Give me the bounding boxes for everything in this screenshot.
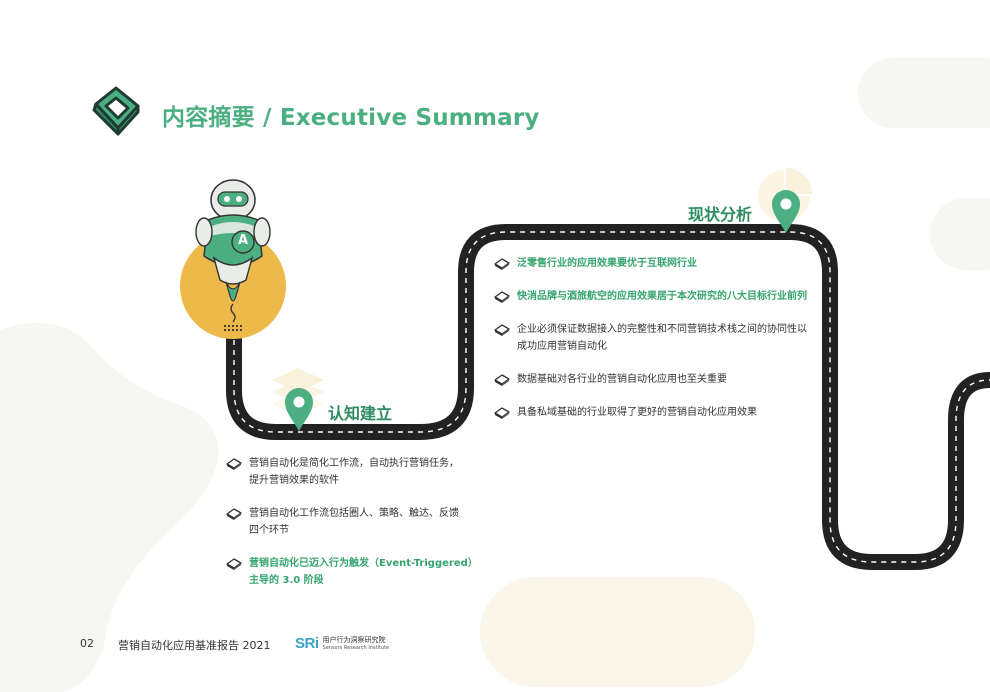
bg-pill-top-right xyxy=(858,58,990,128)
mascot-orange-circle xyxy=(180,233,286,339)
stage-label-awareness: 认知建立 xyxy=(328,404,393,423)
institute-name-en: Sensors Research Institute xyxy=(322,644,390,651)
mascot-badge-letter: A xyxy=(237,233,249,248)
list-item: 数据基础对各行业的营销自动化应用也至关重要 xyxy=(494,371,824,388)
bg-pill-right xyxy=(930,198,990,270)
bullet-icon xyxy=(226,508,242,520)
list-item: 营销自动化工作流包括圈人、策略、触达、反馈 四个环节 xyxy=(226,505,486,539)
institute-name-cn: 用户行为洞察研究院 xyxy=(322,635,386,644)
bullet-icon xyxy=(494,291,510,303)
page-number: 02 xyxy=(80,637,94,650)
bullet-icon xyxy=(226,458,242,470)
analysis-bullet-list: 泛零售行业的应用效果要优于互联网行业 快消品牌与酒旅航空的应用效果居于本次研究的… xyxy=(494,255,824,421)
bullet-icon xyxy=(494,324,510,336)
bg-pill-bottom xyxy=(480,577,755,687)
bullet-icon xyxy=(226,558,242,570)
bg-blob-left xyxy=(0,322,219,692)
institute-logo: SRi 用户行为洞察研究院 Sensors Research Institute xyxy=(295,635,389,652)
bullet-icon xyxy=(494,407,510,419)
awareness-bullet-list: 营销自动化是简化工作流，自动执行营销任务， 提升营销效果的软件 营销自动化工作流… xyxy=(226,455,486,589)
list-item: 泛零售行业的应用效果要优于互联网行业 xyxy=(494,255,824,272)
cube-logo-icon xyxy=(92,86,140,136)
map-pin-icon xyxy=(772,190,800,233)
bullet-icon xyxy=(494,374,510,386)
list-item: 企业必须保证数据接入的完整性和不同营销技术栈之间的协同性以 成功应用营销自动化 xyxy=(494,321,824,355)
list-item: 具备私域基础的行业取得了更好的营销自动化应用效果 xyxy=(494,404,824,421)
robot-mascot xyxy=(180,179,286,339)
bullet-icon xyxy=(494,258,510,270)
list-item: 营销自动化已迈入行为触发（Event-Triggered） 主导的 3.0 阶段 xyxy=(226,555,486,589)
map-pin-icon xyxy=(285,388,313,431)
list-item: 快消品牌与酒旅航空的应用效果居于本次研究的八大目标行业前列 xyxy=(494,288,824,305)
page-title: 内容摘要 / Executive Summary xyxy=(162,105,540,131)
report-title: 营销自动化应用基准报告 2021 xyxy=(118,639,271,652)
stage-label-analysis: 现状分析 xyxy=(688,205,753,224)
list-item: 营销自动化是简化工作流，自动执行营销任务， 提升营销效果的软件 xyxy=(226,455,486,489)
logo-mark: SRi xyxy=(295,635,319,652)
